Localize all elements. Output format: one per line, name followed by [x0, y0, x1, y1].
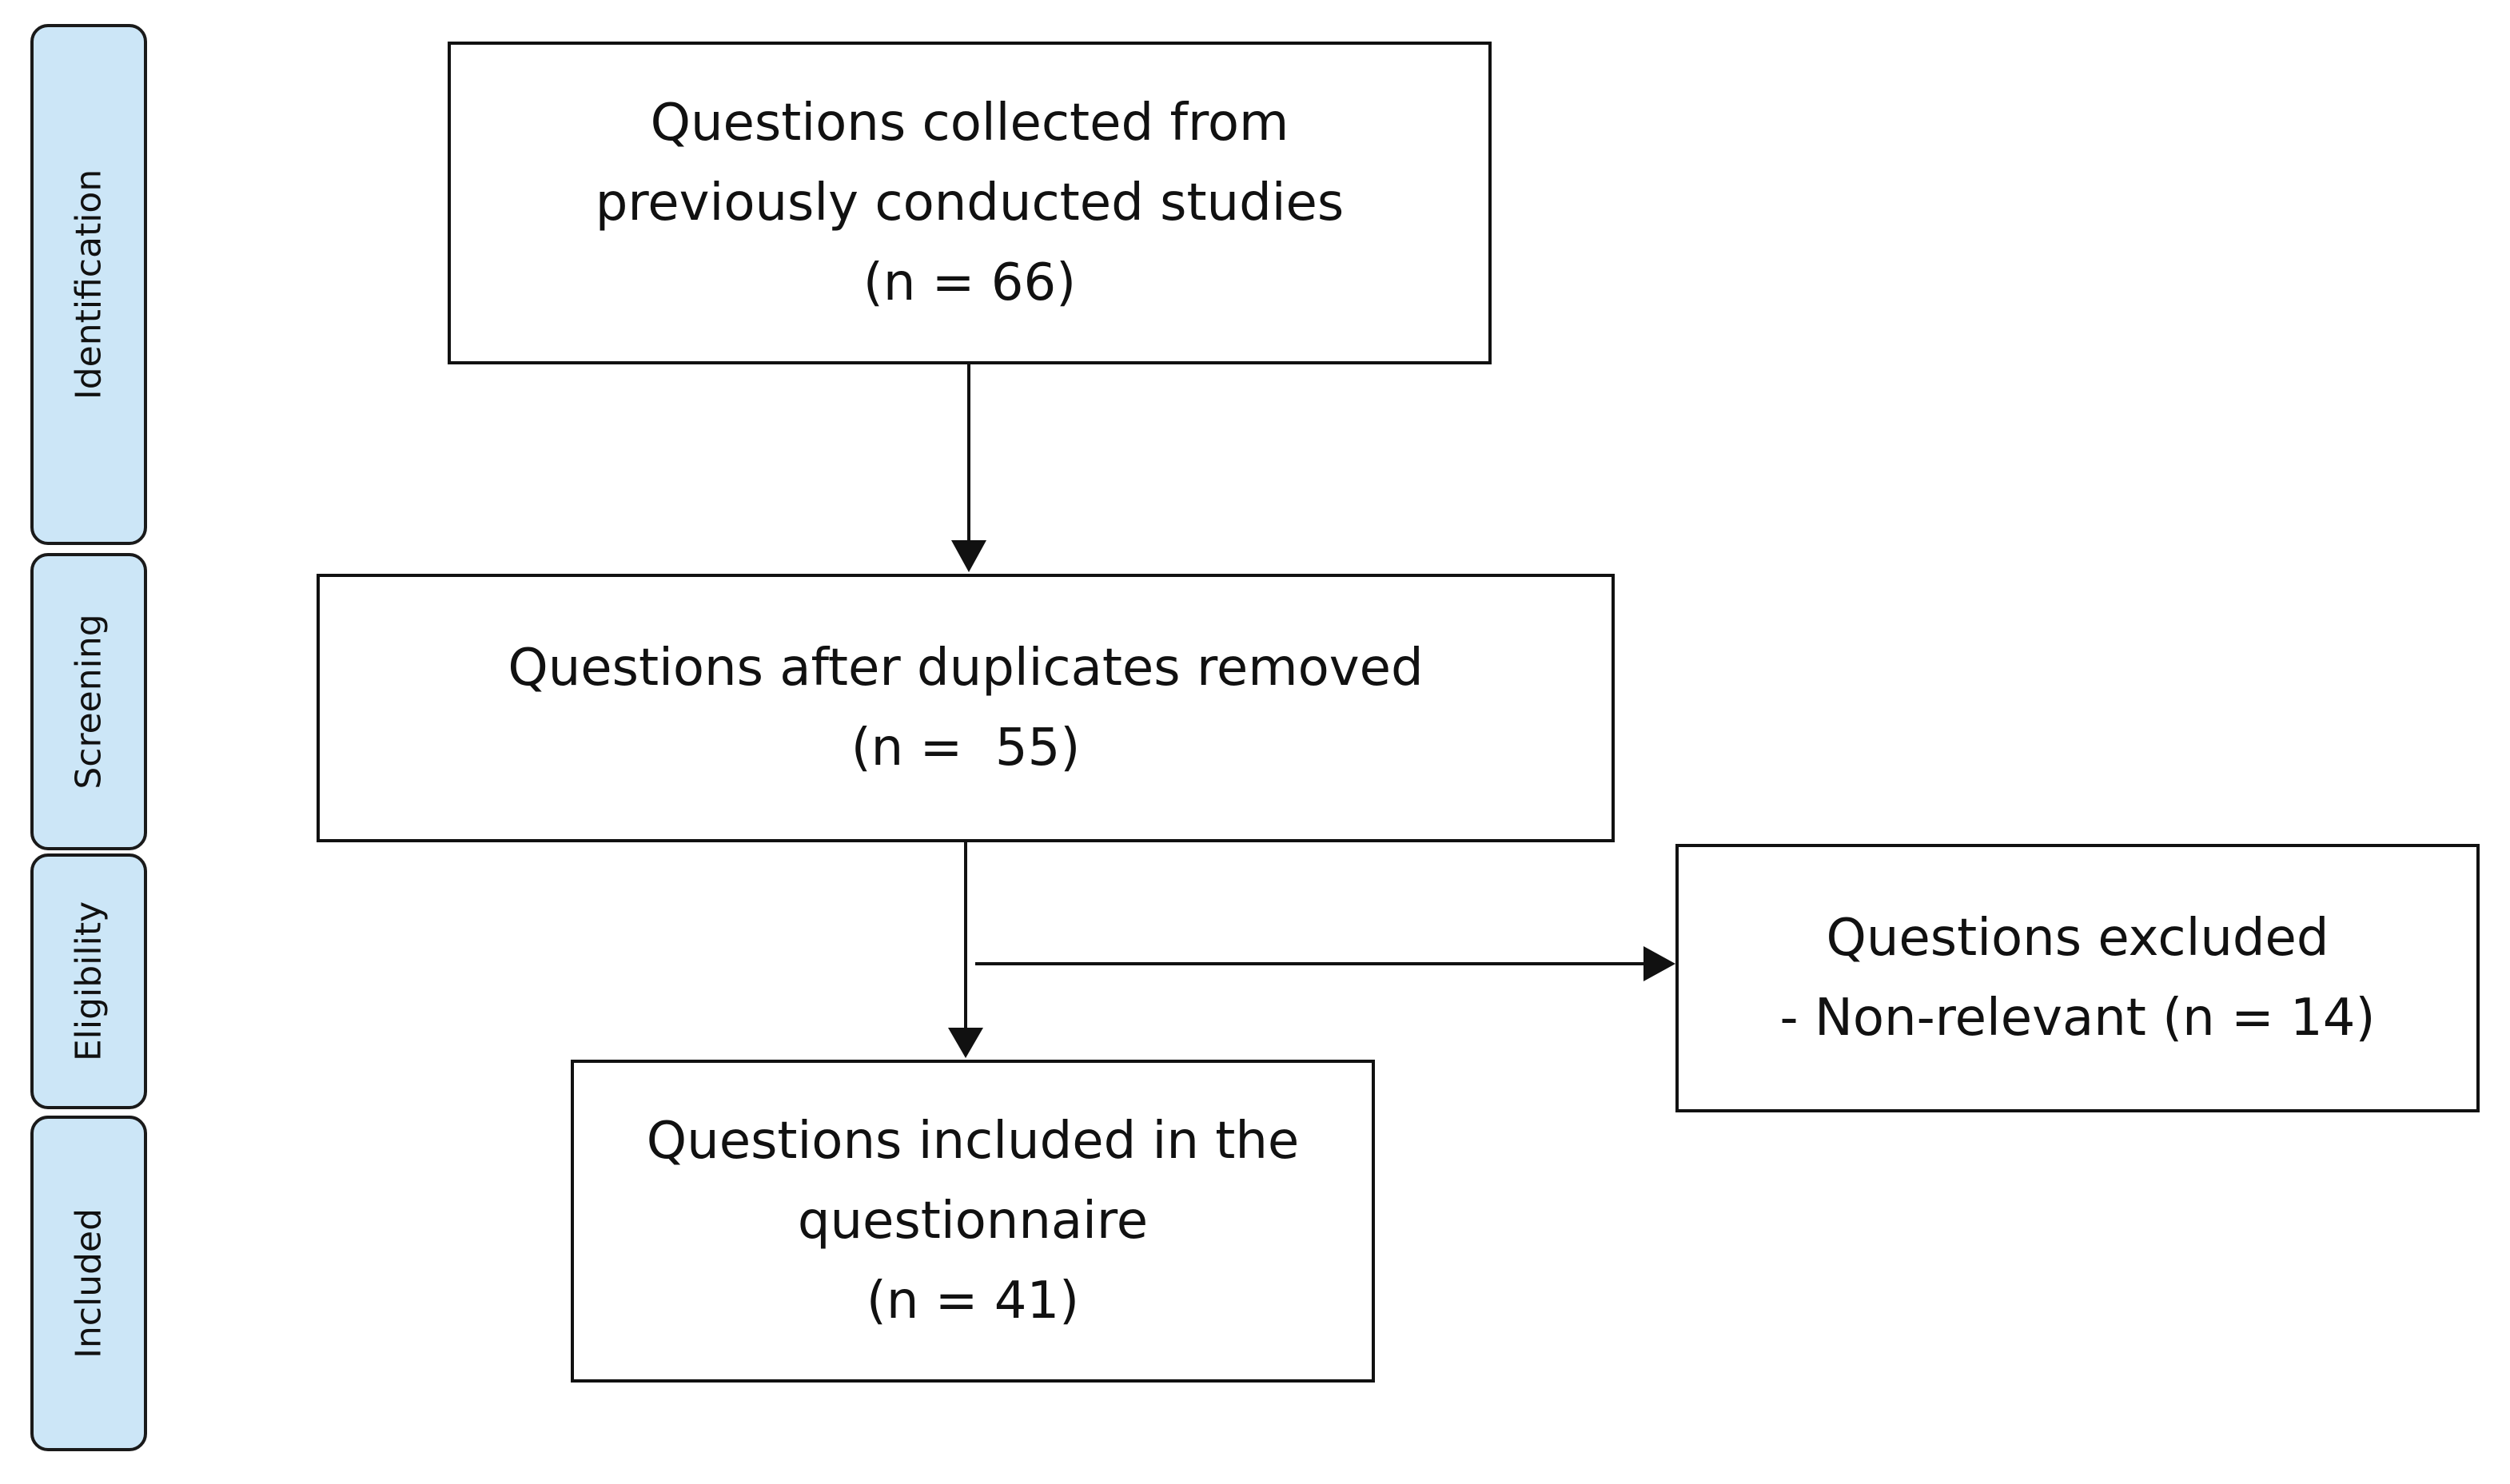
phase-label-identification: Identification — [68, 169, 110, 400]
phase-included: Included — [30, 1116, 147, 1451]
box-questions-included: Questions included in the questionnaire … — [571, 1060, 1375, 1383]
box-text-line: questionnaire — [797, 1192, 1149, 1251]
phase-screening: Screening — [30, 553, 147, 850]
phase-label-screening: Screening — [68, 614, 110, 790]
box-questions-collected: Questions collected from previously cond… — [448, 42, 1492, 364]
box-text-line: Questions excluded — [1826, 909, 2329, 968]
phase-eligibility: Eligibility — [30, 853, 147, 1109]
arrowhead-screening — [951, 540, 986, 572]
arrowhead-included — [948, 1028, 983, 1058]
box-text-line: Questions collected from — [650, 93, 1289, 153]
box-text-line: Questions included in the — [646, 1112, 1300, 1171]
box-count: - Non-relevant (n = 14) — [1779, 989, 2376, 1048]
box-count: (n = 41) — [866, 1271, 1080, 1331]
phase-label-included: Included — [68, 1207, 110, 1359]
box-text-line: Questions after duplicates removed — [508, 639, 1424, 698]
box-after-duplicates-removed: Questions after duplicates removed (n = … — [317, 574, 1615, 842]
phase-identification: Identification — [30, 24, 147, 545]
box-questions-excluded: Questions excluded - Non-relevant (n = 1… — [1675, 844, 2480, 1112]
phase-label-eligibility: Eligibility — [68, 901, 110, 1062]
box-text-line: previously conducted studies — [595, 173, 1345, 233]
arrowhead-excluded — [1643, 946, 1675, 981]
box-count: (n = 66) — [863, 253, 1077, 312]
box-count: (n = 55) — [851, 718, 1081, 778]
